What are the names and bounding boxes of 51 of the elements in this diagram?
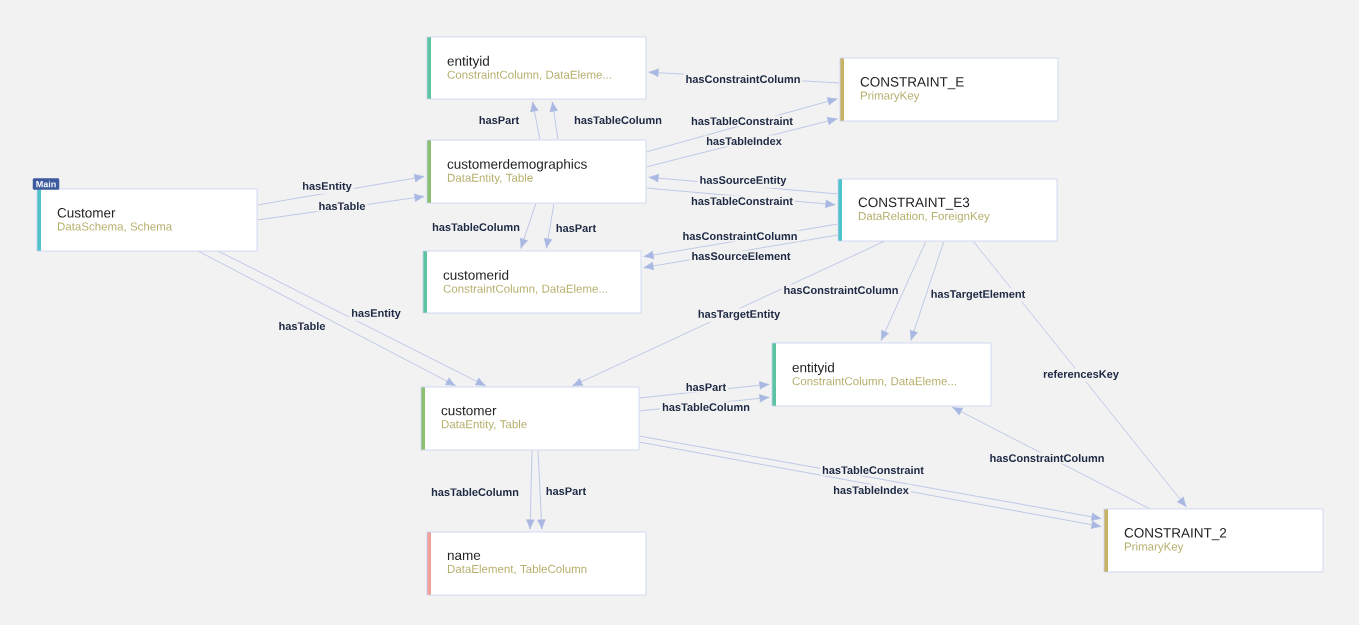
edge-label: hasTableConstraint [820, 464, 926, 476]
node-card: customerid ConstraintColumn, DataEleme... [422, 250, 642, 314]
edge-label: hasTableConstraint [689, 115, 795, 127]
node-card: CONSTRAINT_E3 DataRelation, ForeignKey [837, 178, 1058, 242]
edge-label: hasTableColumn [660, 401, 752, 413]
arrow [572, 241, 885, 387]
node-card: customer DataEntity, Table [420, 386, 640, 451]
arrow [973, 241, 1187, 508]
arrow [909, 241, 945, 341]
node-card: CONSTRAINT_E PrimaryKey [839, 57, 1059, 122]
edge-label: hasTableColumn [430, 221, 522, 233]
node-card: entityid ConstraintColumn, DataEleme... [426, 36, 647, 100]
edge-label: hasTargetElement [928, 288, 1028, 302]
edge-label: hasTableIndex [704, 135, 784, 147]
arrow [530, 101, 541, 140]
node-card: entityid ConstraintColumn, DataEleme... [771, 342, 992, 407]
edge-label: hasTableColumn [429, 486, 521, 498]
edge-label: referencesKey [1041, 368, 1121, 382]
arrow [526, 450, 535, 530]
edge-label: hasTableColumn [572, 114, 664, 126]
arrow [880, 241, 926, 341]
arrow [218, 251, 486, 387]
node-card: name DataElement, TableColumn [426, 531, 647, 596]
edge-label: hasPart [683, 381, 729, 393]
arrow [549, 101, 559, 140]
arrow [952, 406, 1150, 509]
arrow [537, 450, 546, 530]
edge-label: hasConstraintColumn [781, 284, 901, 296]
node-card: CONSTRAINT_2 PrimaryKey [1103, 508, 1324, 573]
edge-label: hasPart [476, 114, 522, 126]
edge-label: hasTable [276, 320, 328, 332]
edge-label: hasTargetEntity [695, 308, 783, 322]
edge-label: hasConstraintColumn [987, 452, 1107, 464]
arrow [198, 251, 456, 387]
edge-label: hasTable [316, 200, 368, 212]
edge-label: hasTableIndex [831, 484, 911, 496]
edge-label: hasPart [543, 485, 589, 497]
edge-label: hasConstraintColumn [680, 230, 800, 242]
arrow [543, 203, 555, 249]
edge-label: hasEntity [300, 180, 354, 194]
arrow [257, 173, 425, 206]
edge-label: hasTableConstraint [689, 195, 795, 207]
node-card: Customer DataSchema, Schema [36, 188, 258, 252]
node-card: customerdemographics DataEntity, Table [426, 139, 647, 204]
edge-label: hasSourceElement [689, 250, 793, 262]
badge: Main [32, 178, 60, 190]
edge-label: hasConstraintColumn [683, 73, 803, 85]
edge-label: hasEntity [349, 307, 403, 321]
edge-label: hasSourceEntity [697, 174, 789, 188]
edge-label: hasPart [553, 222, 599, 234]
arrow [519, 203, 537, 249]
